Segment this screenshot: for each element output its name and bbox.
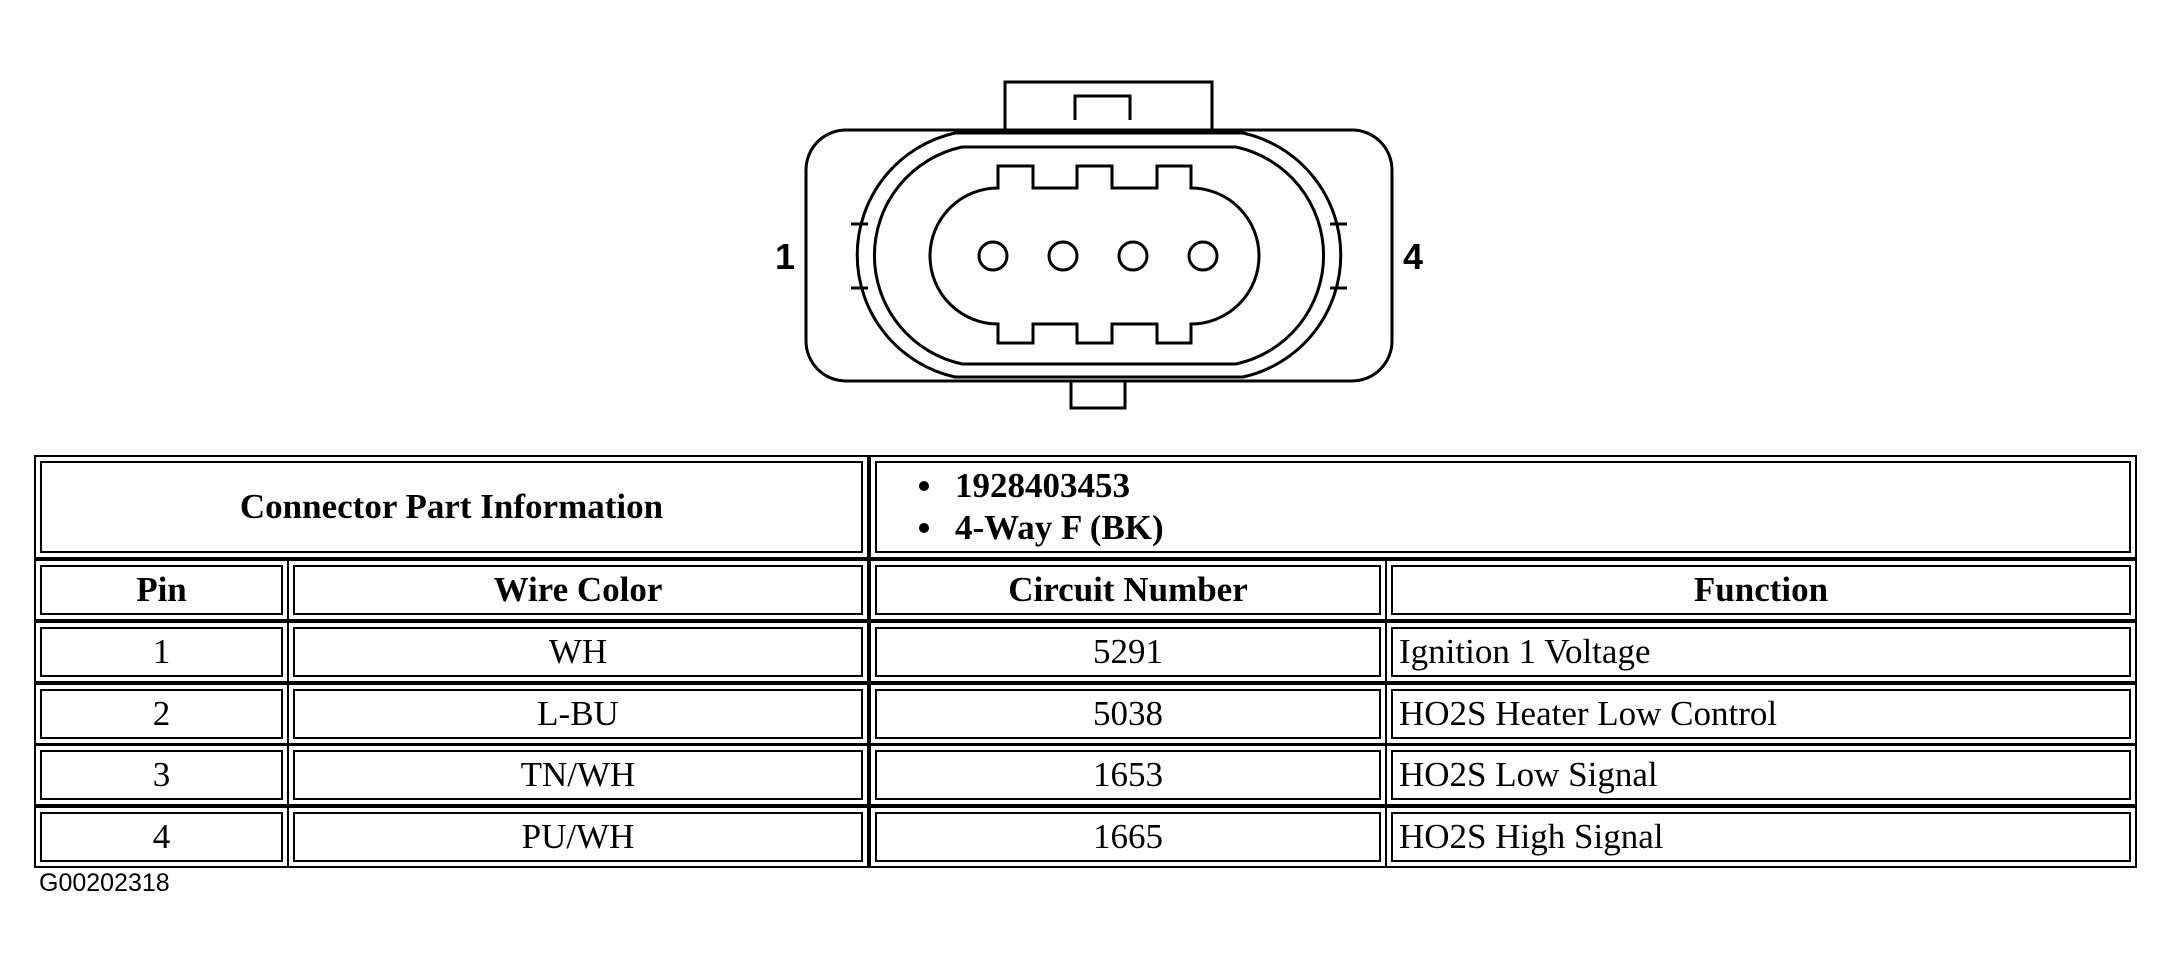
pin-cavity <box>928 164 1261 345</box>
top-latch-slot <box>1073 94 1132 120</box>
part-info-label-text: Connector Part Information <box>239 487 664 526</box>
part-info-item: 1928403453 <box>919 465 1130 507</box>
header-circuit-number: Circuit Number <box>875 565 1381 615</box>
table-row-3-function: HO2S Low Signal <box>1391 750 2131 800</box>
table-row-4-circuit: 1665 <box>875 812 1381 862</box>
table-row-2-circuit: 5038 <box>875 689 1381 739</box>
table-row-3-wire-color: TN/WH <box>293 750 863 800</box>
bullet-icon <box>919 481 929 491</box>
table-row-2-pin: 2 <box>40 689 283 739</box>
table-row-1-function: Ignition 1 Voltage <box>1391 627 2131 677</box>
header-function: Function <box>1391 565 2131 615</box>
part-info-list: 1928403453 4-Way F (BK) <box>875 461 2131 553</box>
housing-rim-outer <box>855 131 1343 379</box>
top-latch-tab <box>1003 80 1214 132</box>
connector-description: 4-Way F (BK) <box>955 508 1164 547</box>
pin-label-left: 1 <box>775 236 796 277</box>
table-row-4-function: HO2S High Signal <box>1391 812 2131 862</box>
table-row-2-wire-color: L-BU <box>293 689 863 739</box>
part-info-item: 4-Way F (BK) <box>919 507 1164 549</box>
pin-3-hole <box>1117 240 1149 272</box>
bottom-tab <box>1069 381 1127 410</box>
header-pin: Pin <box>40 565 283 615</box>
table-row-3-circuit: 1653 <box>875 750 1381 800</box>
table-row-1-pin: 1 <box>40 627 283 677</box>
pin-4-hole <box>1187 240 1219 272</box>
pin-1-hole <box>977 240 1009 272</box>
pin-label-right: 4 <box>1403 236 1424 277</box>
table-row-4-pin: 4 <box>40 812 283 862</box>
bullet-icon <box>919 523 929 533</box>
header-wire-color: Wire Color <box>293 565 863 615</box>
part-info-label: Connector Part Information <box>40 461 863 553</box>
table-row-4-wire-color: PU/WH <box>293 812 863 862</box>
rim-tick-right <box>1330 222 1347 290</box>
housing-rim-inner <box>873 145 1325 366</box>
rim-tick-left <box>851 222 868 290</box>
part-number: 1928403453 <box>955 466 1130 505</box>
table-row-1-wire-color: WH <box>293 627 863 677</box>
figure-id: G00202318 <box>39 869 170 897</box>
table-row-2-function: HO2S Heater Low Control <box>1391 689 2131 739</box>
connector-housing <box>804 128 1394 383</box>
pin-2-hole <box>1047 240 1079 272</box>
table-row-1-circuit: 5291 <box>875 627 1381 677</box>
table-row-3-pin: 3 <box>40 750 283 800</box>
